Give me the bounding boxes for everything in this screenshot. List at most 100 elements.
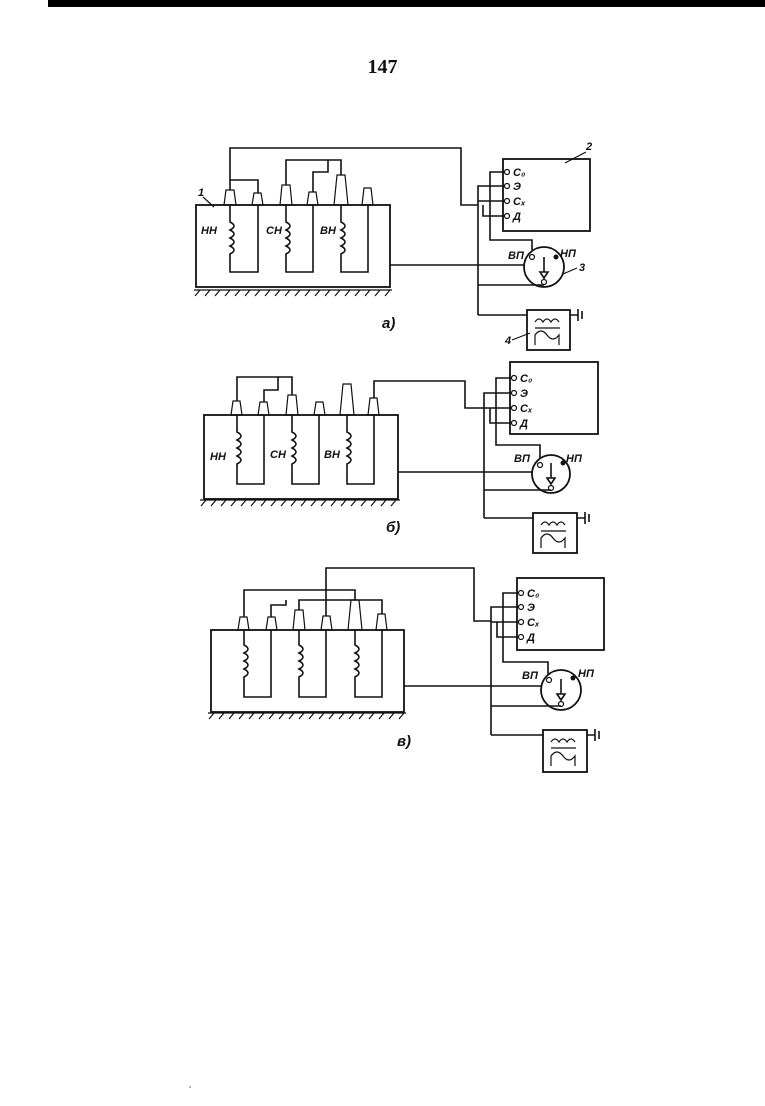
coil-a-nn — [230, 205, 258, 272]
voltage-source-c — [543, 730, 587, 772]
switch-a-vp-contact — [530, 255, 535, 260]
panel-a: С₀ Э Сₓ Д ВП НП 1 2 3 — [194, 141, 592, 350]
terminal-label-c-c0: С₀ — [527, 588, 539, 600]
callout-a-3: 3 — [579, 262, 585, 274]
bushing-a-2 — [252, 193, 263, 205]
bridge-leads-b — [484, 378, 540, 518]
switch-b-vp-contact — [538, 463, 543, 468]
terminal-label-c-cx: Сₓ — [527, 617, 540, 629]
terminal-a-e — [505, 184, 510, 189]
winding-label-a-nn: НН — [201, 225, 218, 237]
coil-c-1 — [244, 630, 271, 697]
ground-hatch-c — [208, 713, 406, 719]
switch-a-ground-symbol — [540, 257, 548, 278]
bridge-leads-a — [478, 172, 532, 315]
bushing-a-4 — [307, 192, 318, 205]
switch-label-c-vp: ВП — [522, 670, 539, 682]
winding-label-a-vn: ВН — [320, 225, 337, 237]
terminal-label-c-d: Д — [526, 632, 535, 644]
switch-label-c-np: НП — [578, 668, 595, 680]
terminal-b-d — [512, 421, 517, 426]
bushing-b-3 — [286, 395, 298, 415]
bushing-a-6 — [362, 188, 373, 205]
coil-a-vn — [341, 205, 368, 272]
callout-a-2: 2 — [585, 141, 592, 153]
coil-c-3 — [355, 630, 382, 697]
switch-c-np-contact — [571, 676, 576, 681]
bushing-c-4 — [321, 616, 332, 630]
terminal-label-b-c0: С₀ — [520, 373, 532, 385]
panel-label-c: в) — [397, 733, 411, 750]
transformer-tank-c — [211, 630, 404, 712]
bushing-b-1 — [231, 401, 242, 415]
winding-label-b-sn: СН — [270, 449, 287, 461]
bushing-a-1 — [224, 190, 236, 205]
switch-label-a-np: НП — [560, 248, 577, 260]
terminal-label-c-e: Э — [527, 602, 535, 614]
coil-a-sn — [286, 205, 313, 272]
transformer-tank-a — [196, 205, 390, 287]
switch-b-np-contact — [561, 461, 566, 466]
ground-hatch-b — [200, 500, 400, 506]
terminal-label-b-d: Д — [519, 418, 528, 430]
terminal-c-cx — [519, 620, 524, 625]
callout-a-3-leader — [563, 268, 577, 274]
terminal-a-d — [505, 214, 510, 219]
bridge-leads-c — [491, 593, 548, 735]
panel-label-a: а) — [382, 315, 395, 332]
terminal-a-cx — [505, 199, 510, 204]
voltage-source-b — [533, 513, 577, 553]
lead-c-top — [326, 568, 491, 621]
terminal-a-c0 — [505, 170, 510, 175]
terminal-b-cx — [512, 406, 517, 411]
terminal-label-a-d: Д — [512, 211, 521, 223]
bushing-c-2 — [266, 617, 277, 630]
switch-label-a-vp: ВП — [508, 250, 525, 262]
terminal-c-e — [519, 605, 524, 610]
lead-a-top — [230, 148, 478, 205]
switch-label-b-vp: ВП — [514, 453, 531, 465]
coil-c-2 — [299, 630, 326, 697]
switch-a-np-contact — [554, 255, 559, 260]
winding-label-a-sn: СН — [266, 225, 283, 237]
winding-label-b-nn: НН — [210, 451, 227, 463]
link-a-sn-vn — [286, 160, 341, 192]
transformer-tank-b — [204, 415, 398, 499]
bushing-c-5 — [348, 600, 362, 630]
link-b-nn-sn — [237, 377, 292, 402]
bushing-b-5 — [340, 384, 354, 415]
switch-label-b-np: НП — [566, 453, 583, 465]
bushing-c-1 — [238, 617, 249, 630]
source-b-symbol — [541, 522, 566, 548]
bushing-b-6 — [368, 398, 379, 415]
lead-b-top — [374, 381, 484, 408]
terminal-c-c0 — [519, 591, 524, 596]
switch-b-ground-symbol — [547, 463, 555, 484]
switch-c-ground-symbol — [557, 679, 565, 700]
coil-b-sn — [292, 415, 319, 484]
winding-label-b-vn: ВН — [324, 449, 341, 461]
switch-c-vp-contact — [547, 678, 552, 683]
terminal-label-a-cx: Сₓ — [513, 196, 526, 208]
terminal-label-b-e: Э — [520, 388, 528, 400]
callout-a-4: 4 — [504, 335, 511, 347]
terminal-label-a-c0: С₀ — [513, 167, 525, 179]
voltage-source-a — [527, 310, 570, 350]
terminal-c-d — [519, 635, 524, 640]
scan-speck — [189, 1086, 191, 1088]
panel-label-b: б) — [386, 519, 400, 536]
ground-hatch-a — [194, 290, 392, 296]
source-c-symbol — [551, 739, 576, 766]
bushing-a-3 — [280, 185, 292, 205]
panel-c: С₀ Э Сₓ Д ВП НП в) — [208, 568, 604, 772]
callout-a-2-leader — [565, 152, 586, 163]
bushing-c-3 — [293, 610, 305, 630]
panel-b: С₀ Э Сₓ Д ВП НП НН СН ВН б) — [200, 362, 598, 553]
switch-a-bottom-contact — [542, 280, 547, 285]
bushing-a-5 — [334, 175, 348, 205]
bushing-b-4 — [314, 402, 325, 415]
source-a-symbol — [535, 319, 560, 345]
bushing-c-6 — [376, 614, 387, 630]
